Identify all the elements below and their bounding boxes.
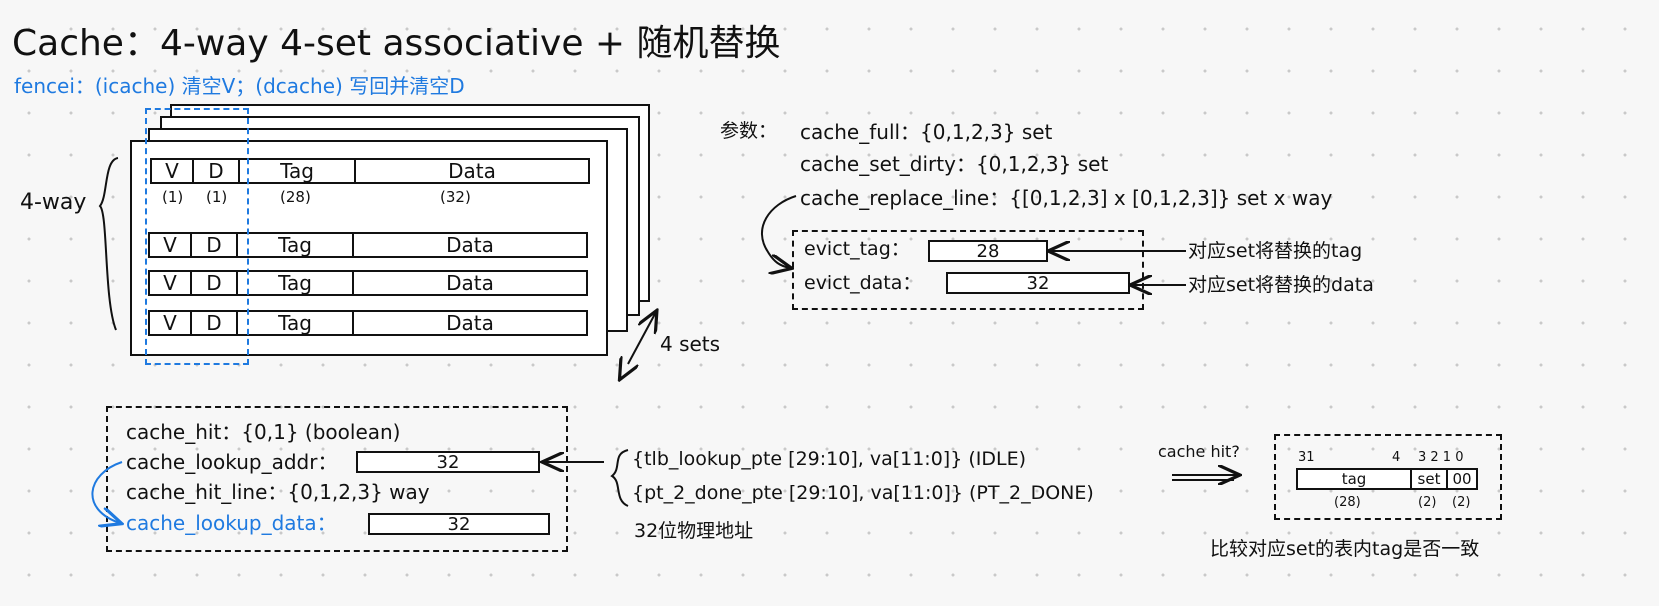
dirty-bit-cell: D (194, 159, 240, 183)
tag-cell: Tag (240, 159, 356, 183)
param-cache-full: cache_full：{0,1,2,3} set (800, 120, 1053, 144)
way-count-label: 4-way (20, 190, 87, 215)
cache-hit-question: cache hit? (1158, 442, 1240, 461)
replace-to-evict-arrow (761, 195, 797, 268)
data-cell: Data (446, 233, 494, 257)
valid-bit-cell: V (150, 271, 192, 295)
cache-lookup-data-label: cache_lookup_data： (126, 511, 337, 535)
page-title: Cache：4-way 4-set associative + 随机替换 (12, 23, 781, 64)
evict-tag-field: 28 (928, 240, 1048, 262)
valid-bit-cell: V (150, 233, 192, 257)
dirty-bit-cell: D (192, 271, 238, 295)
tag-cell: Tag (238, 311, 354, 335)
address-set-width: (2) (1418, 495, 1437, 510)
tag-bit-width: (28) (280, 188, 311, 206)
data-cell: Data (446, 271, 494, 295)
evict-data-label: evict_data： (804, 272, 922, 294)
valid-bit-cell: V (152, 159, 194, 183)
valid-bit-cell: V (150, 311, 192, 335)
data-bit-width: (32) (440, 188, 471, 206)
sets-arrow (628, 312, 656, 364)
cache-lookup-addr-label: cache_lookup_addr： (126, 450, 338, 474)
evict-tag-note: 对应set将替换的tag (1188, 240, 1363, 262)
dirty-bit-cell: D (192, 233, 238, 257)
cache-line-way-2: V D Tag Data (148, 270, 588, 296)
data-cell: Data (446, 311, 494, 335)
evict-data-field: 32 (946, 272, 1130, 294)
address-tag-width: (28) (1334, 495, 1361, 510)
dirty-bit-cell: D (192, 311, 238, 335)
vd-column-highlight (145, 108, 249, 365)
address-set-field: set (1412, 470, 1448, 488)
evict-tag-label: evict_tag： (804, 238, 910, 260)
fencei-note: fencei：(icache) 清空V；(dcache) 写回并清空D (14, 74, 465, 98)
tag-cell: Tag (238, 271, 354, 295)
sets-count-label: 4 sets (660, 332, 721, 356)
tag-compare-caption: 比较对应set的表内tag是否一致 (1210, 538, 1480, 560)
address-breakdown-box (1274, 434, 1502, 520)
cache-line-header: V D Tag Data (150, 158, 590, 184)
source-pt-2-done: {pt_2_done_pte [29:10], va[11:0]} (PT_2_… (632, 482, 1094, 504)
data-cell: Data (448, 159, 496, 183)
bit-4-label: 4 (1392, 450, 1401, 465)
cache-hit-signal: cache_hit：{0,1} (boolean) (126, 420, 401, 444)
cache-lookup-data-field: 32 (368, 513, 550, 535)
params-heading: 参数： (720, 120, 778, 142)
physical-address-note: 32位物理地址 (634, 520, 754, 542)
tag-cell: Tag (238, 233, 354, 257)
evict-data-note: 对应set将替换的data (1188, 274, 1374, 296)
source-brace (610, 449, 629, 507)
cache-hit-line-signal: cache_hit_line：{0,1,2,3} way (126, 480, 430, 504)
bits-3210-label: 3 2 1 0 (1418, 450, 1464, 465)
way-brace (98, 157, 119, 331)
address-tag-field: tag (1298, 470, 1412, 488)
address-fields: tag set 00 (1296, 468, 1478, 490)
param-cache-replace-line: cache_replace_line：{[0,1,2,3] x [0,1,2,3… (800, 186, 1333, 210)
param-cache-set-dirty: cache_set_dirty：{0,1,2,3} set (800, 152, 1109, 176)
cache-lookup-addr-field: 32 (356, 451, 540, 473)
cache-line-way-3: V D Tag Data (148, 310, 588, 336)
cache-hit-arrow (1172, 475, 1238, 480)
source-idle: {tlb_lookup_pte [29:10], va[11:0]} (IDLE… (632, 448, 1026, 470)
address-offset-field: 00 (1452, 470, 1472, 488)
cache-line-way-1: V D Tag Data (148, 232, 588, 258)
valid-bit-width: (1) (162, 188, 184, 206)
bit-31-label: 31 (1298, 450, 1315, 465)
dirty-bit-width: (1) (206, 188, 228, 206)
address-offset-width: (2) (1452, 495, 1471, 510)
